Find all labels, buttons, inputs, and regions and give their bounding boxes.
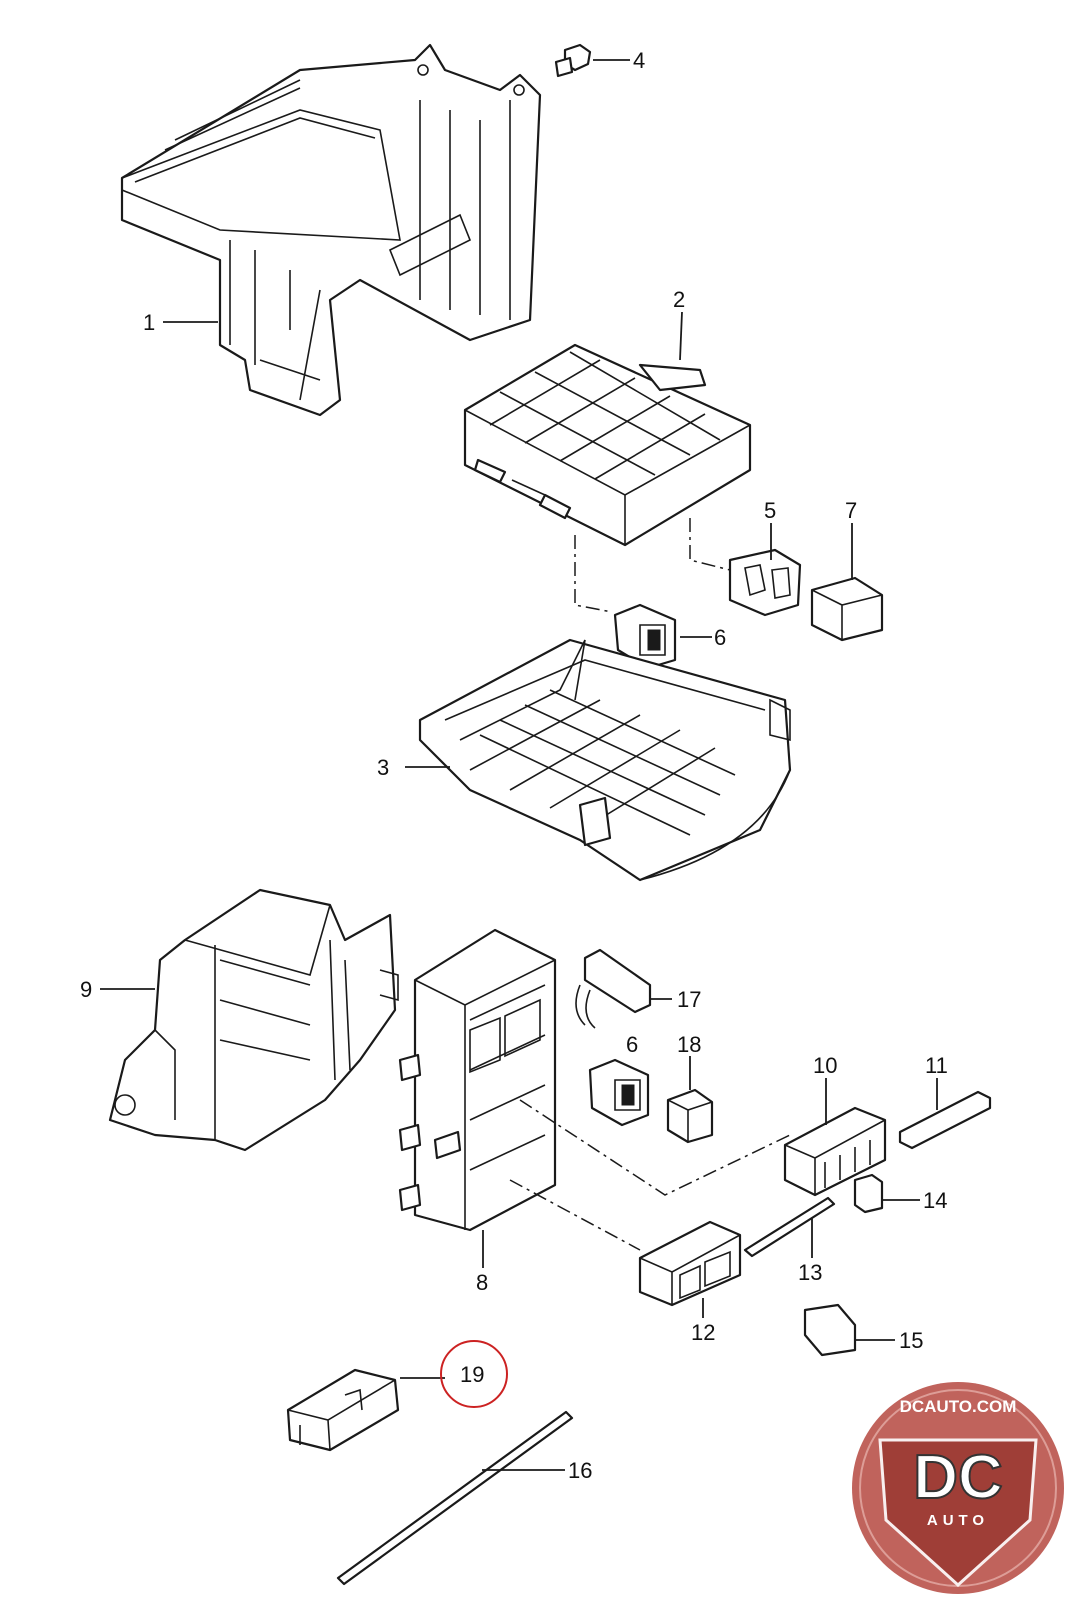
callout-11: 11 <box>925 1053 948 1078</box>
callout-17: 17 <box>677 987 701 1012</box>
part-8-fuse-box <box>398 928 557 1232</box>
part-1-bracket <box>120 43 542 417</box>
callout-3: 3 <box>377 755 389 780</box>
callout-18: 18 <box>677 1032 701 1057</box>
callout-8: 8 <box>476 1270 488 1295</box>
part-11-fuse-strip <box>898 1090 992 1150</box>
callout-16: 16 <box>568 1458 592 1483</box>
callout-19: 19 <box>460 1362 484 1387</box>
part-5-relay-socket <box>728 548 802 617</box>
callout-2: 2 <box>673 287 685 312</box>
part-18-relay <box>666 1088 714 1144</box>
part-7-relay <box>810 576 884 642</box>
part-12-fuse-holder <box>638 1220 742 1307</box>
callout-10: 10 <box>813 1053 837 1078</box>
callout-14: 14 <box>923 1188 947 1213</box>
callout-6-lower: 6 <box>626 1032 638 1057</box>
part-14-clip <box>853 1173 884 1214</box>
part-17-connector <box>575 948 652 1029</box>
callout-6-upper: 6 <box>714 625 726 650</box>
part-6-fuse-holder-lower <box>588 1058 650 1127</box>
callout-4: 4 <box>633 48 645 73</box>
callout-1: 1 <box>143 310 155 335</box>
part-19-fuse-holder <box>286 1368 400 1452</box>
dcauto-logo: DCAUTO.COM DC AUTO <box>852 1382 1064 1594</box>
part-15-clip <box>803 1303 857 1357</box>
part-6-fuse-holder-upper <box>613 603 677 670</box>
assembly-line <box>519 1099 791 1196</box>
logo-monogram: DC <box>913 1443 1003 1512</box>
assembly-line <box>509 1179 641 1251</box>
leader-lines <box>100 59 938 1471</box>
part-3-lower-cover <box>418 638 792 882</box>
part-9-side-bracket <box>108 888 399 1152</box>
highlight-circle <box>440 1340 508 1408</box>
callout-12: 12 <box>691 1320 715 1345</box>
logo-top-text: DCAUTO.COM <box>900 1397 1017 1416</box>
callout-13: 13 <box>798 1260 822 1285</box>
assembly-line <box>574 535 613 613</box>
part-2-relay-carrier <box>463 343 752 547</box>
callout-5: 5 <box>764 498 776 523</box>
callout-15: 15 <box>899 1328 923 1353</box>
part-16-long-rod <box>336 1410 574 1586</box>
part-4-bolt <box>554 43 592 78</box>
logo-bottom-text: AUTO <box>927 1512 989 1529</box>
callout-9: 9 <box>80 977 92 1002</box>
part-13-rod <box>743 1196 836 1258</box>
callout-7: 7 <box>845 498 857 523</box>
part-10-fuse-block <box>783 1106 887 1197</box>
assembly-line <box>689 518 731 571</box>
